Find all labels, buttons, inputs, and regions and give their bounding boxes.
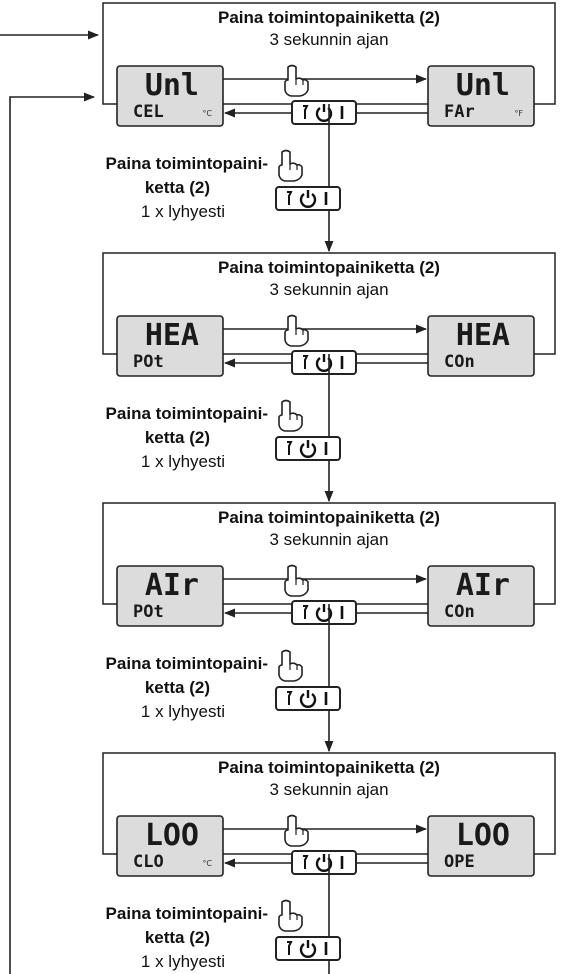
lcd-sub-text: COn: [444, 602, 475, 622]
step-title: Paina toimintopainiketta (2): [218, 258, 440, 277]
lcd-unit-text: °C: [202, 109, 212, 118]
instruction-line2: ketta (2): [145, 678, 210, 697]
step-subtitle: 3 sekunnin ajan: [269, 280, 388, 299]
function-button-icon: [275, 436, 341, 461]
pointing-hand-icon: [278, 649, 303, 682]
instruction-line2: ketta (2): [145, 928, 210, 947]
pointing-hand-icon: [278, 149, 303, 182]
short-press-instruction-3: Paina toimintopaini-ketta (2) 1 x lyhyest…: [106, 649, 341, 721]
loop-back-arrow: [9, 92, 96, 974]
instruction-line2: ketta (2): [145, 178, 210, 197]
lcd-main-text: LOO: [145, 818, 199, 853]
pointing-hand-icon: [284, 814, 309, 847]
pointing-hand-icon: [284, 64, 309, 97]
short-press-instruction-4: Paina toimintopaini-ketta (2) 1 x lyhyest…: [106, 899, 341, 971]
lcd-unit-text: °F: [514, 109, 523, 118]
lcd-sub-text: POt: [133, 352, 164, 372]
pointing-hand-icon: [284, 564, 309, 597]
step-subtitle: 3 sekunnin ajan: [269, 780, 388, 799]
instruction-note: 1 x lyhyesti: [141, 952, 225, 971]
pointing-hand-icon: [278, 899, 303, 932]
function-button-icon: [291, 350, 357, 375]
lcd-main-text: AIr: [145, 568, 199, 603]
step-title: Paina toimintopainiketta (2): [218, 8, 440, 27]
lcd-sub-text: POt: [133, 602, 164, 622]
pointing-hand-icon: [278, 399, 303, 432]
function-button-icon: [291, 850, 357, 875]
lcd-main-text: HEA: [145, 318, 199, 353]
step-box-4: Paina toimintopainiketta (2) 3 sekunnin a…: [102, 752, 556, 877]
function-button-icon: [275, 936, 341, 961]
instruction-note: 1 x lyhyesti: [141, 452, 225, 471]
lcd-unit-text: °C: [202, 859, 212, 868]
step-subtitle: 3 sekunnin ajan: [269, 30, 388, 49]
function-button-icon: [291, 600, 357, 625]
lcd-main-text: LOO: [456, 818, 510, 853]
instruction-line1: Paina toimintopaini-: [106, 154, 268, 173]
instruction-line2: ketta (2): [145, 428, 210, 447]
lcd-sub-text: CLO: [133, 852, 164, 872]
lcd-sub-text: OPE: [444, 852, 475, 872]
function-button-icon: [291, 100, 357, 125]
lcd-sub-text: CEL: [133, 102, 164, 122]
step-subtitle: 3 sekunnin ajan: [269, 530, 388, 549]
step-box-3: Paina toimintopainiketta (2) 3 sekunnin a…: [102, 502, 556, 627]
lcd-sub-text: COn: [444, 352, 475, 372]
function-button-icon: [275, 186, 341, 211]
instruction-note: 1 x lyhyesti: [141, 702, 225, 721]
lcd-main-text: Unl: [145, 68, 199, 103]
instruction-note: 1 x lyhyesti: [141, 202, 225, 221]
lcd-main-text: AIr: [456, 568, 510, 603]
instruction-line1: Paina toimintopaini-: [106, 904, 268, 923]
step-title: Paina toimintopainiketta (2): [218, 508, 440, 527]
instruction-line1: Paina toimintopaini-: [106, 404, 268, 423]
lcd-sub-text: FAr: [444, 102, 475, 122]
short-press-instruction-1: Paina toimintopaini-ketta (2) 1 x lyhyest…: [106, 149, 341, 221]
steps: Paina toimintopainiketta (2) 3 sekunnin a…: [102, 2, 556, 974]
step-title: Paina toimintopainiketta (2): [218, 758, 440, 777]
lcd-main-text: HEA: [456, 318, 510, 353]
step-box-2: Paina toimintopainiketta (2) 3 sekunnin a…: [102, 252, 556, 377]
function-button-icon: [275, 686, 341, 711]
lcd-main-text: Unl: [456, 68, 510, 103]
instruction-line1: Paina toimintopaini-: [106, 654, 268, 673]
short-press-instruction-2: Paina toimintopaini-ketta (2) 1 x lyhyest…: [106, 399, 341, 471]
pointing-hand-icon: [284, 314, 309, 347]
